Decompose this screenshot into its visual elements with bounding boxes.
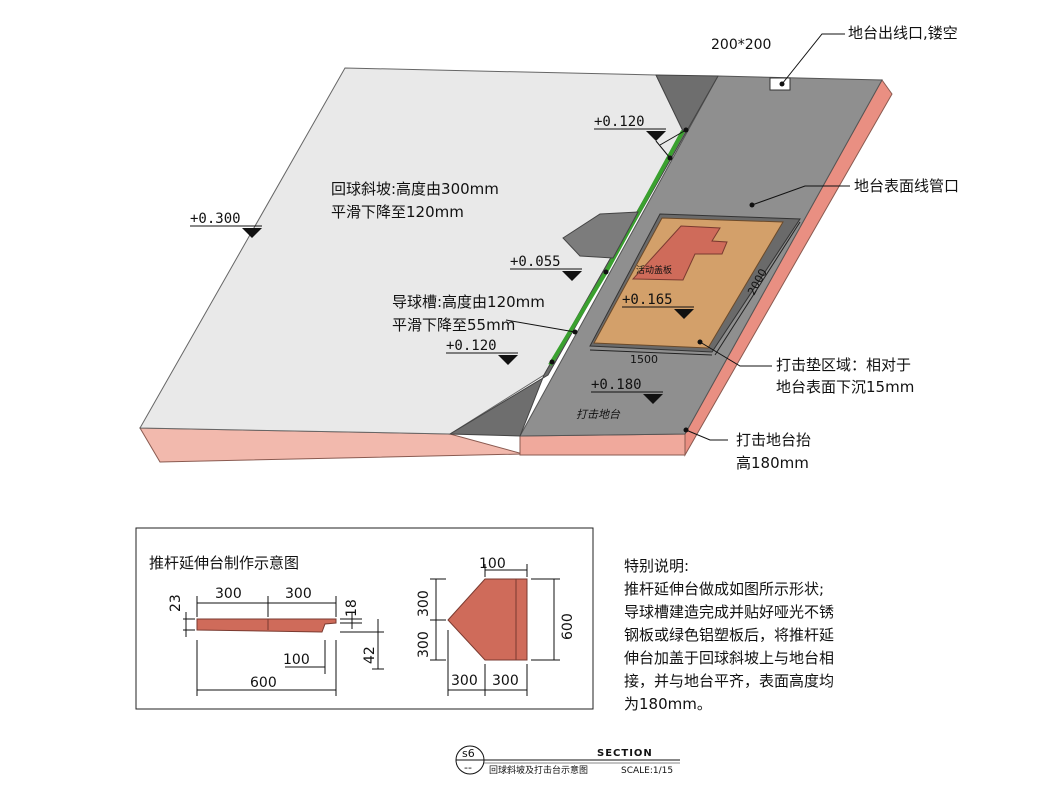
special-notes: 特别说明: 推杆延伸台做成如图所示形状; 导球槽建造完成并贴好哑光不锈 钢板或绿… — [624, 557, 834, 713]
platform-side-front — [519, 433, 686, 456]
svg-text:+0.120: +0.120 — [446, 338, 497, 354]
slope-leader-2 — [655, 140, 671, 159]
outlet-leader — [781, 33, 845, 85]
mat-label-1: 打击垫区域：相对于 — [776, 356, 911, 374]
mat-width-label: 1500 — [630, 353, 658, 366]
title-text: 回球斜坡及打击台示意图 — [489, 764, 588, 776]
dim-42: 42 — [362, 646, 378, 664]
putter-extension — [562, 211, 639, 259]
dim-300b: 300 — [285, 586, 312, 602]
svg-text:+0.180: +0.180 — [591, 377, 642, 393]
notes-line: 导球槽建造完成并贴好哑光不锈 — [624, 603, 834, 621]
inset-frame — [135, 527, 594, 710]
slope-leader — [659, 129, 687, 146]
title-number: s6 — [462, 747, 475, 760]
notes-line: 接，并与地台平齐，表面高度均 — [624, 672, 834, 690]
section-profile — [196, 618, 337, 633]
conduit-leader — [751, 185, 850, 206]
raise-leader — [685, 429, 728, 441]
title-block: s6 -- SECTION 回球斜坡及打击台示意图 SCALE:1/15 — [455, 745, 680, 776]
notes-line: 钢板或绿色铝塑板后，将推杆延 — [624, 626, 834, 644]
conduit-label: 地台表面线管口 — [854, 177, 959, 195]
mat-surface — [593, 217, 784, 349]
dim-100: 100 — [283, 652, 310, 668]
dim-23: 23 — [168, 594, 184, 612]
dim-18: 18 — [344, 599, 360, 617]
dim-bottom-300a: 300 — [451, 673, 478, 689]
dim-top-100: 100 — [479, 556, 506, 572]
plan-shape — [447, 578, 528, 661]
outlet-dim-label: 200*200 — [711, 37, 771, 53]
outlet-label: 地台出线口,镂空 — [848, 24, 958, 42]
title-section: SECTION — [597, 748, 653, 759]
level-0120-top: +0.120 — [594, 114, 666, 141]
inset-title: 推杆延伸台制作示意图 — [149, 554, 299, 572]
notes-line: 为180mm。 — [624, 695, 712, 713]
dim-600: 600 — [250, 675, 277, 691]
title-dashes: -- — [464, 761, 472, 774]
svg-text:+0.165: +0.165 — [622, 292, 673, 308]
notes-line: 推杆延伸台做成如图所示形状; — [624, 580, 824, 598]
svg-text:+0.120: +0.120 — [594, 114, 645, 130]
movable-cover-label: 活动盖板 — [636, 264, 672, 276]
svg-text:+0.300: +0.300 — [190, 211, 241, 227]
level-0300: +0.300 — [190, 211, 262, 238]
leader-dots — [549, 81, 785, 433]
mat-leader — [699, 341, 772, 367]
level-0165: +0.165 — [622, 292, 694, 319]
mat-label-2: 地台表面下沉15mm — [776, 378, 914, 396]
hitting-mat: 活动盖板 1500 2000 — [589, 213, 801, 366]
mat-width-dim — [589, 349, 713, 356]
title-scale: SCALE:1/15 — [621, 766, 673, 776]
dim-300a: 300 — [215, 586, 242, 602]
raise-label-1: 打击地台抬 — [736, 431, 811, 449]
notes-title: 特别说明: — [624, 557, 689, 575]
level-markers: +0.300 +0.120 +0.055 +0.120 +0.165 +0.18… — [190, 114, 694, 404]
inset-section: 300 300 23 18 42 100 600 — [168, 586, 384, 696]
groove-label-1: 导球槽:高度由120mm — [392, 293, 545, 311]
groove-label-2: 平滑下降至55mm — [392, 316, 515, 334]
level-0120-bottom: +0.120 — [446, 338, 518, 365]
mat-length-dim — [714, 221, 801, 356]
svg-text:+0.055: +0.055 — [510, 254, 561, 270]
notes-line: 伸台加盖于回球斜坡上与地台相 — [624, 649, 834, 667]
slope-label-2: 平滑下降至120mm — [331, 203, 464, 221]
movable-cover — [631, 225, 728, 281]
dim-bottom-300b: 300 — [492, 673, 519, 689]
raise-label-2: 高180mm — [736, 454, 809, 472]
groove-leader — [505, 319, 576, 333]
dim-left-300b: 300 — [416, 631, 432, 658]
leaders — [505, 33, 850, 441]
inset-plan: 100 300 300 600 300 300 — [416, 556, 576, 696]
dim-right-600: 600 — [560, 613, 576, 640]
level-0180: +0.180 — [591, 377, 663, 404]
hitting-platform-label: 打击地台 — [576, 408, 621, 421]
dim-left-300a: 300 — [416, 590, 432, 617]
slope-label-1: 回球斜坡:高度由300mm — [331, 180, 499, 198]
level-0055: +0.055 — [510, 254, 582, 281]
